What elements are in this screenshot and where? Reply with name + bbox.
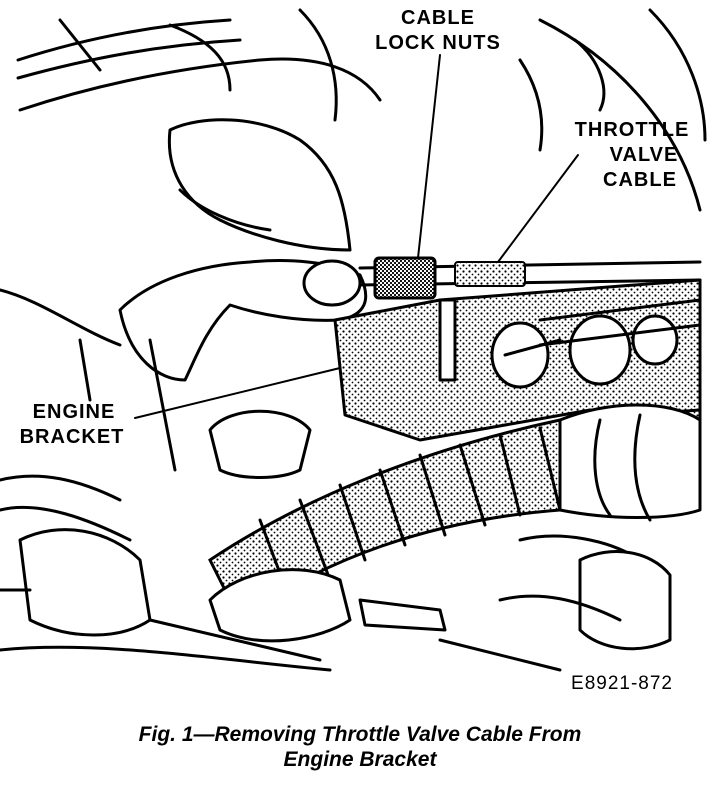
- caption-line-1: Fig. 1—Removing Throttle Valve Cable Fro…: [138, 723, 582, 746]
- label-throttle-valve-cable-line3: CABLE: [603, 169, 677, 191]
- label-throttle-valve-cable-line1: THROTTLE: [575, 119, 690, 141]
- leader-cable-lock-nuts: [417, 54, 441, 259]
- corrugated-hoses: [208, 403, 702, 623]
- figure-code: E8921-872: [571, 673, 673, 694]
- label-cable-lock-nuts-line2: LOCK NUTS: [375, 32, 501, 54]
- caption-line-2: Engine Bracket: [283, 748, 437, 771]
- figure-caption: Fig. 1—Removing Throttle Valve Cable Fro…: [0, 722, 720, 772]
- throttle-valve-cable: [358, 256, 702, 347]
- label-engine-bracket-line2: BRACKET: [20, 426, 125, 448]
- label-cable-lock-nuts-line1: CABLE: [401, 7, 475, 29]
- engine-illustration: CABLE LOCK NUTS THROTTLE VALVE CABLE ENG…: [0, 7, 707, 694]
- leader-throttle-valve-cable: [497, 154, 579, 263]
- label-throttle-valve-cable-line2: VALVE: [610, 144, 679, 166]
- label-engine-bracket-line1: ENGINE: [33, 401, 116, 423]
- hand: [0, 118, 368, 472]
- engine-background-lines: [16, 8, 707, 212]
- leader-engine-bracket: [134, 367, 341, 419]
- lower-engine-parts: [0, 409, 672, 672]
- callout-labels: CABLE LOCK NUTS THROTTLE VALVE CABLE ENG…: [20, 7, 690, 694]
- leader-lines: [134, 54, 579, 419]
